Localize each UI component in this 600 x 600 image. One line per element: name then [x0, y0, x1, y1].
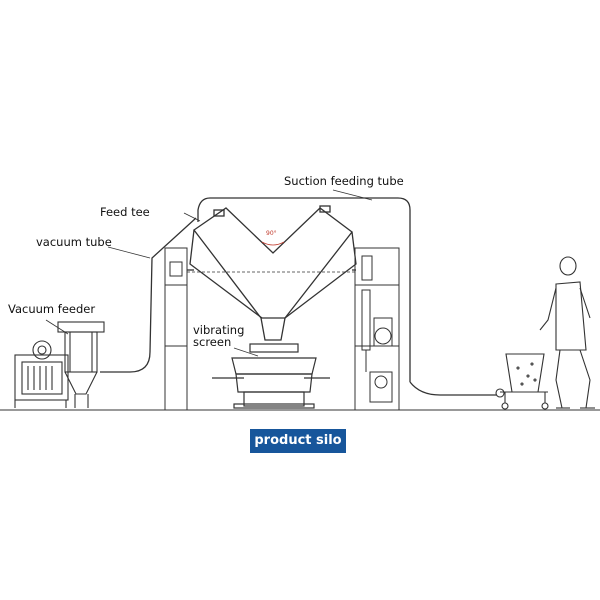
angle-label: 90° — [266, 230, 277, 237]
left-frame — [164, 247, 188, 411]
feed-hopper — [495, 353, 549, 410]
label-vibrating-screen-line2: screen — [193, 335, 232, 349]
operator-figure — [539, 256, 595, 409]
label-vacuum-feeder: Vacuum feeder — [8, 302, 96, 316]
vacuum-tube — [100, 217, 197, 373]
label-vibrating-screen-line1: vibrating — [193, 323, 245, 337]
v-blender — [187, 205, 357, 341]
drive-motor — [361, 289, 393, 403]
label-suction-feeding-tube: Suction feeding tube — [284, 174, 404, 188]
vacuum-feeder-machine — [14, 321, 105, 408]
product-silo-badge: product silo — [250, 429, 346, 453]
vibrating-screen-machine — [212, 343, 330, 409]
suction-feeding-tube — [197, 197, 497, 396]
label-feed-tee: Feed tee — [100, 205, 150, 219]
label-leaders — [45, 189, 373, 357]
angle-arc — [261, 241, 285, 246]
label-vacuum-tube: vacuum tube — [36, 235, 112, 249]
